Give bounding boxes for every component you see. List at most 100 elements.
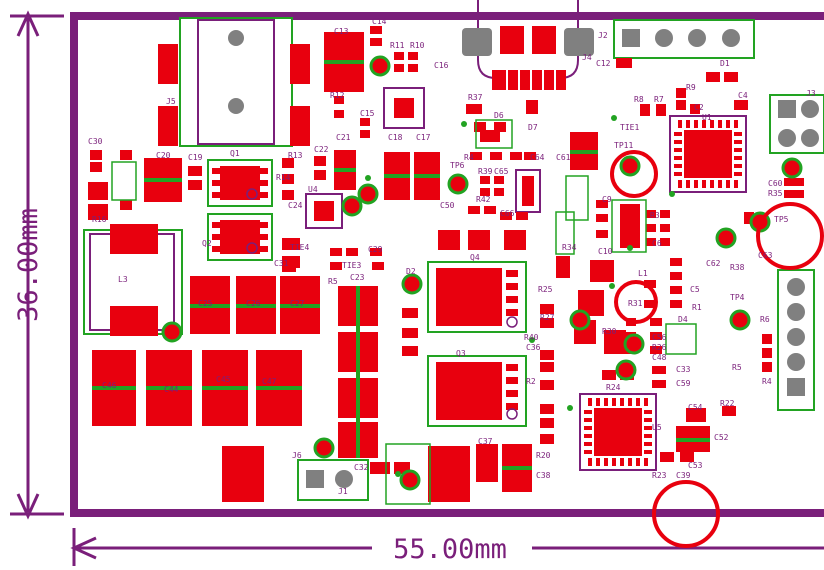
svg-text:C5: C5 [690, 285, 700, 294]
svg-text:D7: D7 [528, 123, 538, 132]
svg-text:C65: C65 [494, 167, 509, 176]
svg-text:R16: R16 [92, 215, 107, 224]
svg-text:C18: C18 [388, 133, 403, 142]
svg-text:R25: R25 [538, 285, 553, 294]
svg-text:U4: U4 [308, 185, 318, 194]
svg-text:TIE1: TIE1 [620, 123, 639, 132]
svg-text:R5: R5 [732, 363, 742, 372]
svg-text:C64: C64 [530, 153, 545, 162]
svg-text:R27: R27 [540, 313, 555, 322]
svg-text:C32: C32 [354, 463, 369, 472]
svg-text:C21: C21 [336, 133, 351, 142]
svg-text:C12: C12 [596, 59, 611, 68]
svg-text:Q4: Q4 [470, 253, 480, 262]
svg-text:C36: C36 [526, 343, 541, 352]
svg-text:L3: L3 [118, 275, 128, 284]
svg-text:J2: J2 [598, 31, 608, 40]
mosfet-q1 [207, 159, 273, 207]
svg-text:R34: R34 [562, 243, 577, 252]
svg-text:C59: C59 [676, 379, 691, 388]
svg-text:C53: C53 [688, 461, 703, 470]
svg-text:C24: C24 [288, 201, 303, 210]
svg-text:C44: C44 [164, 385, 179, 394]
usb-connector-j4 [462, 0, 594, 92]
svg-text:R5: R5 [328, 277, 338, 286]
ic-u6 [515, 169, 541, 213]
header-j6 [297, 459, 369, 501]
svg-text:C20: C20 [156, 151, 171, 160]
header-j3 [769, 94, 824, 154]
svg-text:C52: C52 [714, 433, 729, 442]
svg-text:C50: C50 [440, 201, 455, 210]
svg-text:C60: C60 [768, 179, 783, 188]
svg-text:R23: R23 [652, 471, 667, 480]
svg-text:R35: R35 [768, 189, 783, 198]
height-dimension [10, 10, 64, 520]
small-passives [88, 26, 804, 488]
svg-text:R3: R3 [650, 211, 660, 220]
svg-text:C48: C48 [652, 353, 667, 362]
vias [365, 115, 675, 477]
svg-text:J6: J6 [292, 451, 302, 460]
svg-text:C2: C2 [694, 103, 704, 112]
svg-text:C47: C47 [262, 377, 277, 386]
svg-text:C26: C26 [246, 299, 261, 308]
svg-text:TP6: TP6 [450, 161, 465, 170]
svg-text:C45: C45 [216, 375, 231, 384]
svg-text:D2: D2 [406, 267, 416, 276]
svg-text:R42: R42 [476, 195, 491, 204]
svg-text:R1: R1 [692, 303, 702, 312]
silkscreen-outlines [111, 119, 697, 505]
svg-text:C37: C37 [478, 437, 493, 446]
svg-text:L1: L1 [638, 269, 648, 278]
svg-text:D6: D6 [494, 111, 504, 120]
svg-text:R2: R2 [526, 377, 536, 386]
svg-text:U1: U1 [702, 113, 712, 122]
svg-text:Q3: Q3 [456, 349, 466, 358]
height-dimension-label: 36.00mm [13, 208, 44, 322]
svg-text:C61: C61 [556, 153, 571, 162]
svg-text:C33: C33 [676, 365, 691, 374]
svg-text:C16: C16 [434, 61, 449, 70]
svg-text:C56: C56 [652, 333, 667, 342]
svg-text:TIE3: TIE3 [342, 261, 361, 270]
svg-text:C30: C30 [88, 137, 103, 146]
svg-text:U5: U5 [652, 423, 662, 432]
svg-text:C14: C14 [372, 17, 387, 26]
svg-text:C23: C23 [350, 273, 365, 282]
svg-text:C27: C27 [290, 299, 305, 308]
svg-text:R10: R10 [410, 41, 425, 50]
mosfet-q4 [427, 261, 527, 333]
svg-text:C22: C22 [314, 145, 329, 154]
svg-text:R13: R13 [288, 151, 303, 160]
annotation-circles [610, 150, 824, 548]
svg-text:R20: R20 [536, 451, 551, 460]
svg-text:C17: C17 [416, 133, 431, 142]
svg-text:C31: C31 [274, 259, 289, 268]
svg-text:C39: C39 [676, 471, 691, 480]
svg-text:R22: R22 [720, 399, 735, 408]
ic-u4 [305, 193, 343, 229]
svg-text:J1: J1 [338, 487, 348, 496]
svg-text:C6: C6 [652, 239, 662, 248]
svg-text:C9: C9 [602, 195, 612, 204]
mosfet-q2 [207, 213, 273, 261]
svg-text:D4: D4 [678, 315, 688, 324]
svg-text:J5: J5 [166, 97, 176, 106]
svg-text:R39: R39 [478, 167, 493, 176]
svg-text:C63: C63 [758, 251, 773, 260]
svg-text:R11: R11 [390, 41, 405, 50]
svg-text:TP5: TP5 [774, 215, 789, 224]
svg-text:R6: R6 [760, 315, 770, 324]
svg-text:C4: C4 [738, 91, 748, 100]
svg-text:C13: C13 [334, 27, 349, 36]
svg-text:R4: R4 [464, 153, 474, 162]
svg-text:TP11: TP11 [614, 141, 633, 150]
svg-text:R26: R26 [652, 343, 667, 352]
svg-text:C38: C38 [536, 471, 551, 480]
svg-text:R24: R24 [606, 383, 621, 392]
svg-text:R12: R12 [330, 91, 345, 100]
svg-text:J3: J3 [806, 89, 816, 98]
svg-text:C62: C62 [706, 259, 721, 268]
